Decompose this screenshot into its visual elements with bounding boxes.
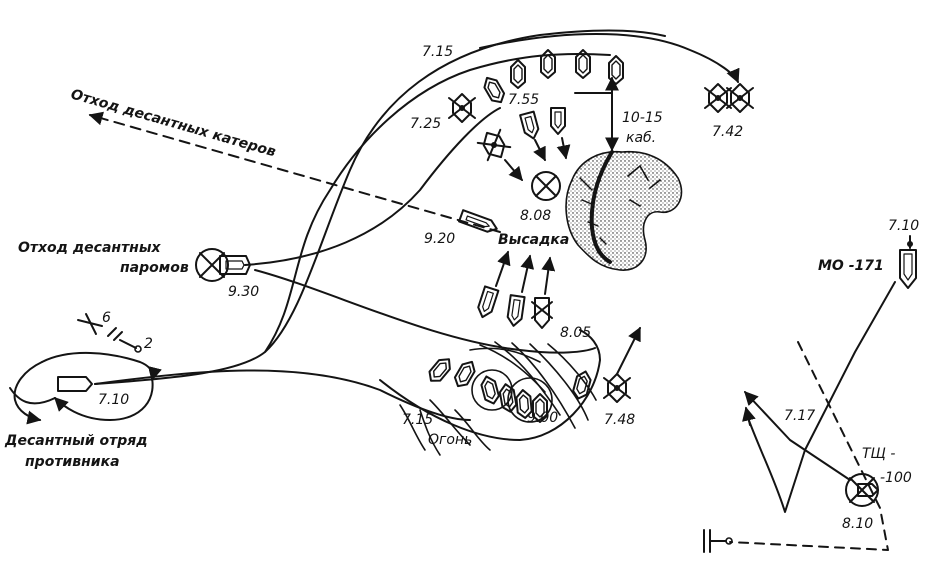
time-930: 9.30 bbox=[228, 284, 259, 300]
mo-track-arrow bbox=[742, 406, 756, 426]
time-710-left: 7.10 bbox=[98, 392, 129, 408]
number-6: 6 bbox=[102, 310, 111, 326]
label-distance: 10-15 bbox=[622, 110, 663, 126]
top-ship-column bbox=[479, 49, 624, 107]
fire-support-group bbox=[424, 353, 594, 423]
time-808: 8.08 bbox=[520, 208, 551, 224]
enemy-ship-748 bbox=[603, 326, 641, 403]
boom-symbol bbox=[703, 529, 733, 553]
mo-171-ship bbox=[899, 235, 917, 289]
label-fire: Огонь bbox=[428, 432, 472, 448]
label-mo-ship: МО -171 bbox=[818, 258, 884, 274]
distance-indicator bbox=[574, 76, 619, 152]
label-distance-unit: каб. bbox=[626, 130, 656, 146]
label-landing: Высадка bbox=[498, 232, 569, 248]
island bbox=[565, 150, 683, 271]
ferry-group-marker bbox=[195, 248, 251, 282]
landing-boats-top bbox=[448, 93, 571, 182]
time-710-right: 7.10 bbox=[888, 218, 919, 234]
trajectory-lines bbox=[94, 29, 740, 456]
tsch-100-ship bbox=[845, 473, 879, 507]
label-withdrawal-ferries-2: паромов bbox=[120, 260, 189, 276]
label-enemy-force-1: Десантный отряд bbox=[4, 433, 148, 449]
time-920: 9.20 bbox=[424, 231, 455, 247]
time-725: 7.25 bbox=[410, 116, 441, 132]
label-tsch-ship-1: ТЩ - bbox=[862, 446, 895, 462]
enemy-landing-force bbox=[9, 351, 162, 425]
patrol-dashed-line bbox=[729, 341, 889, 551]
diagram-labels: Отход десантных катеров Отход десантных … bbox=[4, 44, 919, 532]
time-805: 8.05 bbox=[560, 325, 591, 341]
boats-withdrawal-line bbox=[88, 111, 501, 233]
time-748: 7.48 bbox=[604, 412, 635, 428]
landing-target-icon bbox=[531, 171, 561, 201]
time-717: 7.17 bbox=[784, 408, 815, 424]
tsch-track bbox=[744, 390, 851, 481]
enemy-ships-742 bbox=[704, 83, 754, 113]
time-742: 7.42 bbox=[712, 124, 743, 140]
number-2: 2 bbox=[144, 336, 153, 352]
withdrawing-boat-920 bbox=[458, 209, 498, 233]
obstacle-symbols bbox=[77, 313, 142, 353]
time-715-bottom: 7.15 bbox=[402, 412, 433, 428]
time-755: 7.55 bbox=[508, 92, 539, 108]
label-withdrawal-boats: Отход десантных катеров bbox=[69, 86, 278, 160]
label-enemy-force-2: противника bbox=[25, 454, 120, 470]
label-withdrawal-ferries-1: Отход десантных bbox=[18, 240, 162, 256]
time-810: 8.10 bbox=[842, 516, 873, 532]
landing-boats-lower bbox=[477, 250, 556, 329]
mo-171-track bbox=[747, 281, 896, 513]
time-715-top: 7.15 bbox=[422, 44, 453, 60]
label-tsch-ship-2: -100 bbox=[880, 470, 912, 486]
time-900: 9.00 bbox=[527, 410, 558, 426]
